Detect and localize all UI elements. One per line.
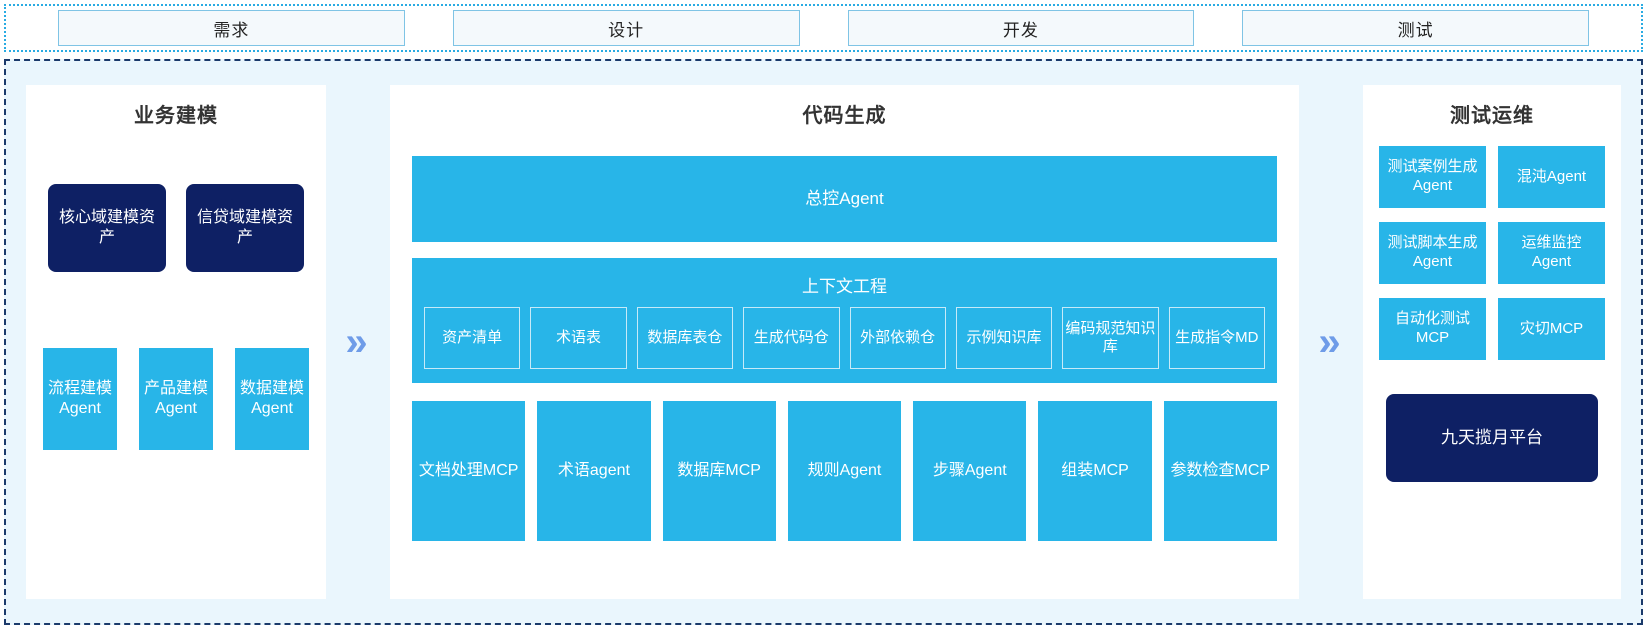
asset-card-core-domain[interactable]: 核心域建模资产 (48, 184, 166, 272)
card-label: 术语agent (557, 462, 630, 479)
tool-card-step-agent[interactable]: 步骤Agent (913, 401, 1027, 541)
asset-card-credit-domain[interactable]: 信贷域建模资产 (186, 184, 304, 272)
stage-label: 开发 (1002, 20, 1039, 40)
context-item-coding-standard-kb[interactable]: 编码规范知识库 (1062, 307, 1159, 369)
card-label: 组装MCP (1061, 462, 1129, 479)
card-label: 流程建模Agent (47, 380, 112, 417)
double-chevron-right-icon: » (345, 320, 371, 364)
stage-item-requirements[interactable]: 需求 (58, 10, 405, 46)
tool-card-row: 文档处理MCP 术语agent 数据库MCP 规则Agent 步骤Agent (412, 401, 1277, 541)
context-item-generation-instruction-md[interactable]: 生成指令MD (1168, 307, 1265, 369)
architecture-frame: 业务建模 核心域建模资产 信贷域建模资产 流程建模Agent 产品建模Agent… (4, 59, 1643, 625)
flow-arrow-right: » (1299, 85, 1363, 599)
card-label: 术语表 (556, 328, 602, 346)
card-label: 数据库表仓 (647, 328, 723, 346)
stage-item-testing[interactable]: 测试 (1242, 10, 1589, 46)
panel-title-test-ops: 测试运维 (1450, 105, 1534, 127)
flow-arrow-left: » (326, 85, 390, 599)
card-label: 生成指令MD (1175, 328, 1259, 346)
double-chevron-right-icon: » (1318, 320, 1344, 364)
card-label: 数据库MCP (677, 462, 761, 479)
context-item-generated-code-repo[interactable]: 生成代码仓 (743, 307, 840, 369)
control-agent-bar[interactable]: 总控Agent (412, 156, 1277, 242)
code-generation-body: 总控Agent 上下文工程 资产清单 术语表 数据库表仓 (390, 128, 1299, 561)
stage-label: 测试 (1397, 20, 1434, 40)
card-label: 规则Agent (807, 462, 882, 479)
agent-card-data-modeling[interactable]: 数据建模Agent (235, 348, 309, 450)
card-label: 自动化测试MCP (1394, 310, 1470, 346)
stage-label: 设计 (608, 20, 645, 40)
test-ops-body: 测试案例生成Agent 混沌Agent 测试脚本生成Agent 运维监控Agen… (1363, 128, 1621, 498)
card-label: 九天揽月平台 (1441, 428, 1543, 448)
context-item-external-dependency-repo[interactable]: 外部依赖仓 (849, 307, 946, 369)
context-item-example-knowledge-base[interactable]: 示例知识库 (955, 307, 1053, 369)
panel-test-ops: 测试运维 测试案例生成Agent 混沌Agent 测试脚本生成Agent 运维监… (1363, 85, 1621, 599)
context-item-list: 资产清单 术语表 数据库表仓 生成代码仓 外部依赖仓 (424, 307, 1265, 369)
test-ops-card-chaos-agent[interactable]: 混沌Agent (1498, 146, 1605, 208)
context-item-db-table-repo[interactable]: 数据库表仓 (636, 307, 734, 369)
platform-card-jiutian-lanyue[interactable]: 九天揽月平台 (1386, 394, 1598, 482)
business-agent-group: 流程建模Agent 产品建模Agent 数据建模Agent (43, 348, 309, 450)
stage-item-development[interactable]: 开发 (847, 10, 1195, 46)
card-label: 核心域建模资产 (58, 209, 155, 246)
tool-card-parameter-check-mcp[interactable]: 参数检查MCP (1163, 401, 1277, 541)
panel-title-code-generation: 代码生成 (802, 105, 887, 127)
agent-card-product-modeling[interactable]: 产品建模Agent (139, 348, 213, 450)
context-engineering-title: 上下文工程 (802, 277, 887, 296)
card-label: 灾切MCP (1519, 319, 1584, 337)
agent-card-process-modeling[interactable]: 流程建模Agent (43, 348, 117, 450)
card-label: 总控Agent (805, 189, 884, 209)
tool-card-assembly-mcp[interactable]: 组装MCP (1038, 401, 1152, 541)
tool-card-database-mcp[interactable]: 数据库MCP (662, 401, 776, 541)
card-label: 示例知识库 (966, 328, 1042, 346)
test-ops-card-disaster-switch-mcp[interactable]: 灾切MCP (1498, 298, 1605, 360)
test-ops-card-testcase-generation-agent[interactable]: 测试案例生成Agent (1379, 146, 1486, 208)
card-label: 测试案例生成Agent (1387, 158, 1478, 194)
test-ops-card-test-script-generation-agent[interactable]: 测试脚本生成Agent (1379, 222, 1486, 284)
context-item-asset-inventory[interactable]: 资产清单 (424, 307, 521, 369)
test-ops-card-ops-monitoring-agent[interactable]: 运维监控Agent (1498, 222, 1605, 284)
tool-card-document-processing-mcp[interactable]: 文档处理MCP (412, 401, 526, 541)
card-label: 步骤Agent (932, 462, 1007, 479)
test-ops-card-automated-test-mcp[interactable]: 自动化测试MCP (1379, 298, 1486, 360)
card-label: 测试脚本生成Agent (1387, 234, 1478, 270)
card-label: 信贷域建模资产 (196, 209, 293, 246)
card-label: 资产清单 (442, 328, 503, 346)
tool-card-rule-agent[interactable]: 规则Agent (787, 401, 902, 541)
panel-business-modeling: 业务建模 核心域建模资产 信贷域建模资产 流程建模Agent 产品建模Agent… (26, 85, 326, 599)
card-label: 运维监控Agent (1521, 234, 1582, 270)
tool-card-glossary-agent[interactable]: 术语agent (537, 401, 651, 541)
stage-item-design[interactable]: 设计 (452, 10, 800, 46)
panel-code-generation: 代码生成 总控Agent 上下文工程 资产清单 术语表 (390, 85, 1299, 599)
context-engineering-block: 上下文工程 资产清单 术语表 数据库表仓 生成代码仓 (412, 258, 1277, 383)
card-label: 参数检查MCP (1170, 462, 1271, 479)
panel-title-business-modeling: 业务建模 (134, 105, 218, 127)
card-label: 外部依赖仓 (860, 328, 936, 346)
card-label: 编码规范知识库 (1065, 319, 1156, 355)
stage-label: 需求 (213, 20, 250, 40)
card-label: 数据建模Agent (239, 380, 304, 417)
stage-bar: 需求 设计 开发 测试 (4, 4, 1643, 52)
card-label: 产品建模Agent (143, 380, 208, 417)
card-label: 生成代码仓 (753, 328, 829, 346)
business-asset-group: 核心域建模资产 信贷域建模资产 (48, 184, 304, 272)
card-label: 混沌Agent (1516, 167, 1587, 185)
card-label: 文档处理MCP (418, 462, 519, 479)
context-item-glossary[interactable]: 术语表 (530, 307, 627, 369)
test-ops-card-grid: 测试案例生成Agent 混沌Agent 测试脚本生成Agent 运维监控Agen… (1379, 146, 1605, 360)
